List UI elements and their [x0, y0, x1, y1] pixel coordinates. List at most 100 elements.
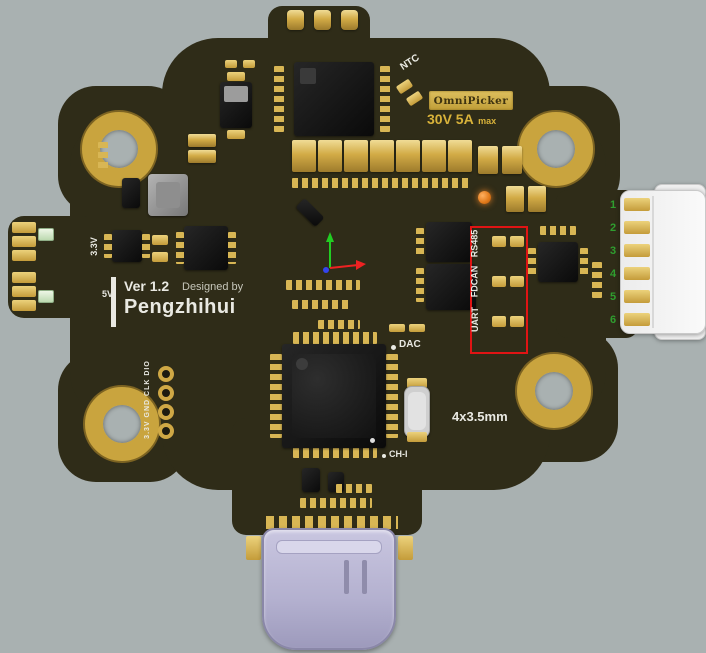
- smd-capacitor: [528, 186, 546, 212]
- dac-dot: [391, 345, 396, 350]
- pad-row: [292, 300, 350, 309]
- ch1-dot: [382, 454, 386, 458]
- mcu-pin1-dot: [296, 358, 308, 370]
- solder-pad: [152, 252, 168, 262]
- status-led-green: [38, 290, 54, 303]
- mcu-pin-row-left: [270, 354, 282, 438]
- interface-pad: [492, 316, 506, 327]
- rating-label: 30V 5A max: [427, 112, 496, 128]
- mcu-pin-row-right: [386, 354, 398, 438]
- ic-pin-row: [176, 232, 184, 264]
- status-led-orange: [478, 191, 491, 204]
- smd-capacitor: [318, 140, 342, 172]
- smd-capacitor: [502, 146, 522, 174]
- swd-pad-labels: 3.3V GND CLK DIO: [143, 360, 151, 439]
- pad-column: [98, 142, 108, 172]
- connector-pin: [624, 221, 650, 234]
- swd-pad: [158, 404, 174, 420]
- mount-hole-spec: 4x3.5mm: [452, 409, 508, 424]
- usb-shield-plate: [276, 540, 382, 554]
- mounting-hole-top-left: [82, 112, 156, 186]
- brand-badge-text: OmniPicker: [433, 94, 509, 107]
- pad-row: [300, 498, 372, 508]
- pin-number: 4: [610, 268, 617, 280]
- solder-pad: [243, 60, 255, 68]
- connector-pin: [624, 313, 650, 326]
- crystal-inner: [408, 392, 426, 430]
- rating-value: 30V 5A: [427, 111, 474, 127]
- solder-pad: [227, 130, 245, 139]
- usb-seam: [344, 560, 349, 594]
- interface-label-uart: UART: [470, 307, 480, 332]
- level-shifter-ic: [538, 242, 578, 282]
- solder-pad: [389, 324, 405, 332]
- solder-pad: [314, 10, 331, 30]
- pin-number: 5: [610, 291, 617, 303]
- capacitor-stripe: [224, 86, 248, 102]
- transistor: [122, 178, 140, 208]
- ic-pin1-mark: [300, 68, 316, 84]
- mounting-hole-top-right: [519, 112, 593, 186]
- smd-capacitor: [506, 186, 524, 212]
- rail-5v-label: 5V: [102, 289, 114, 299]
- interface-pad: [510, 276, 524, 287]
- side-connector-body: [620, 190, 706, 334]
- swd-pad: [158, 385, 174, 401]
- dac-label: DAC: [399, 339, 421, 350]
- smd-capacitor: [292, 140, 316, 172]
- designed-by-label: Designed by: [182, 281, 244, 293]
- mcu-pin-row-top: [293, 332, 377, 344]
- origin-axis-indicator: [323, 232, 366, 273]
- usb-shield-tab: [398, 536, 413, 560]
- pad-column: [592, 262, 602, 298]
- connector-pin: [624, 267, 650, 280]
- driver-ic: [184, 226, 228, 270]
- smd-capacitor: [344, 140, 368, 172]
- interface-pad: [510, 316, 524, 327]
- ic-pin-row: [528, 248, 536, 276]
- connector-pin: [624, 244, 650, 257]
- edge-pad: [12, 300, 36, 311]
- mounting-hole-bottom-right: [517, 354, 591, 428]
- interface-pad: [492, 276, 506, 287]
- solder-pad: [152, 235, 168, 245]
- transceiver-ic: [426, 264, 476, 310]
- solder-pad: [407, 378, 427, 388]
- ic-pin-row: [228, 232, 236, 264]
- ic-pin-row: [416, 268, 424, 302]
- version-label: Ver 1.2: [124, 278, 170, 294]
- pin-number: 6: [610, 314, 617, 326]
- solder-pad: [341, 10, 358, 30]
- rating-suffix: max: [478, 116, 497, 126]
- smd-capacitor: [478, 146, 498, 174]
- smd-capacitor: [396, 140, 420, 172]
- solder-pad: [227, 72, 245, 81]
- interface-pad: [510, 236, 524, 247]
- interface-highlight-box: [470, 226, 528, 354]
- pin-number: 2: [610, 222, 617, 234]
- smd-capacitor: [448, 140, 472, 172]
- solder-pad: [225, 60, 237, 68]
- connector-seam: [652, 196, 654, 328]
- rail-3v3-label: 3.3V: [88, 237, 99, 256]
- ic-pin-row: [416, 228, 424, 258]
- swd-pad: [158, 366, 174, 382]
- pad-row: [292, 178, 472, 188]
- smd-resistor: [188, 134, 216, 147]
- brand-badge: OmniPicker: [429, 91, 513, 110]
- solder-pad: [409, 324, 425, 332]
- inductor-core: [156, 182, 180, 208]
- swd-pad: [158, 423, 174, 439]
- edge-pad: [12, 222, 36, 233]
- transceiver-ic: [426, 222, 472, 262]
- edge-pad: [12, 286, 36, 297]
- pad-row: [540, 226, 576, 235]
- ic-pin-row: [142, 234, 150, 258]
- connector-pin: [624, 290, 650, 303]
- pad-row: [336, 484, 372, 493]
- connector-pin: [624, 198, 650, 211]
- interface-pad: [492, 236, 506, 247]
- regulator-ic: [112, 230, 142, 262]
- silkscreen-bar: [111, 277, 116, 327]
